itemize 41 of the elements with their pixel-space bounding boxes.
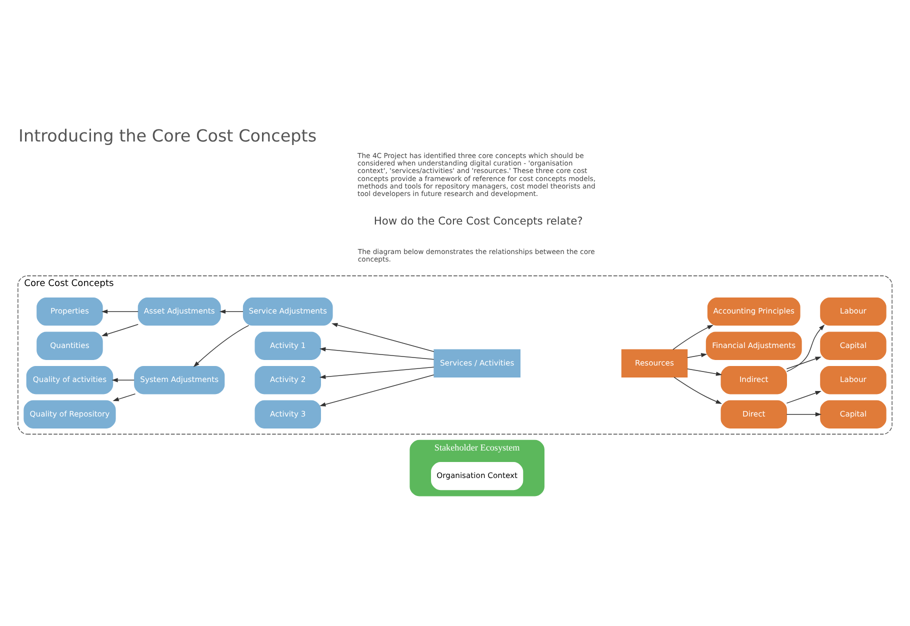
label: How do the Core Cost Concepts relate?	[374, 214, 583, 228]
node-box: Capital	[820, 331, 886, 360]
arrow	[112, 393, 136, 401]
node-box: Capital	[820, 400, 886, 428]
arrow	[686, 352, 708, 358]
node-box: Resources	[621, 348, 688, 377]
node-box: Activity 3	[254, 400, 321, 428]
node-box: Quantities	[36, 331, 103, 360]
arrow	[786, 412, 822, 416]
arrow	[332, 322, 434, 352]
arrow	[320, 366, 434, 378]
node-box: Direct	[720, 400, 787, 428]
node-box: Financial Adjustments	[706, 331, 802, 360]
arrow	[219, 308, 244, 314]
arrow	[102, 324, 138, 336]
node-box: Activity 1	[254, 331, 321, 360]
arrow	[101, 308, 138, 314]
arrow	[686, 368, 722, 376]
node-box: Labour	[820, 297, 886, 326]
arrow	[320, 374, 434, 406]
node-box: Properties	[36, 297, 103, 326]
arrow	[786, 324, 825, 372]
arrow	[786, 390, 822, 404]
node-box: Services / Activities	[434, 348, 520, 377]
node-box: Quality of activities	[26, 366, 114, 394]
node-box: Labour	[820, 366, 886, 394]
node-box: System Adjustments	[134, 366, 225, 394]
node-box: Activity 2	[254, 366, 321, 394]
node-box: Service Adjustments	[242, 297, 333, 326]
node-box: Quality of Repository	[24, 400, 116, 428]
arrow	[674, 376, 722, 404]
node-box: Indirect	[720, 366, 787, 394]
arrow	[786, 356, 822, 369]
arrow	[112, 377, 135, 382]
diagram-title: Introducing the Core Cost Concepts	[18, 124, 317, 145]
node-box: Asset Adjustments	[138, 297, 221, 326]
arrow	[193, 324, 250, 367]
arrow	[672, 324, 714, 350]
node-box: Accounting Principles	[707, 297, 800, 326]
arrow	[320, 346, 434, 360]
node-box: Organisation Context	[431, 461, 524, 490]
